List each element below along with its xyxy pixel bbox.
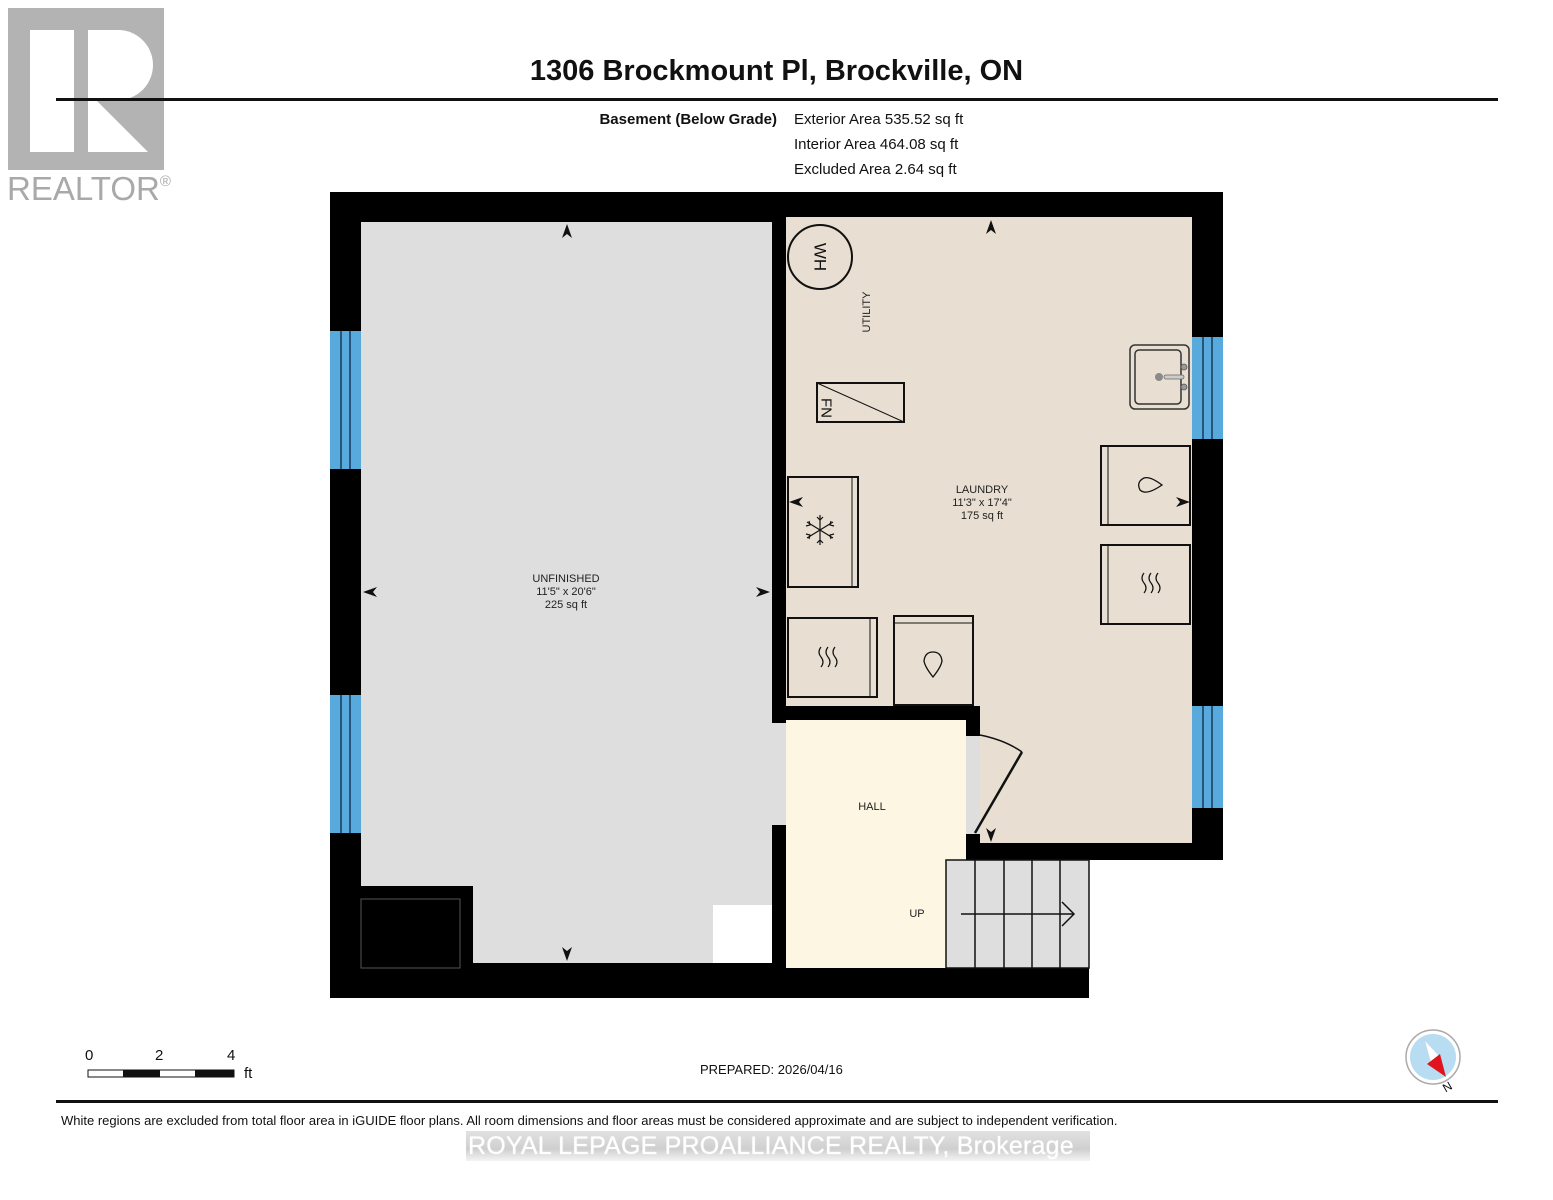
snowflake-icon [805,515,835,545]
header-divider [56,98,1498,101]
brokerage-watermark: ROYAL LEPAGE PROALLIANCE REALTY, Brokera… [466,1131,1090,1161]
dryer-bottom-fixture [787,617,878,698]
arrow-down-icon [986,828,996,842]
disclaimer-text: White regions are excluded from total fl… [61,1113,1118,1128]
arrow-up-icon [986,220,996,234]
furnace-fixture: FN [816,382,905,423]
arrow-left-icon [789,497,803,507]
scale-tick-0: 0 [85,1047,94,1064]
svg-text:WH: WH [811,243,830,271]
opening-hall-laundry [966,736,980,834]
heat-waves-icon [1141,572,1161,594]
window-left-lower [330,695,361,833]
scale-tick-4: 4 [227,1047,236,1064]
svg-text:FN: FN [818,398,835,418]
scale-unit: ft [244,1065,253,1082]
wall-laundry-hall [786,706,980,720]
stairs-up-arrow-icon [1061,901,1076,927]
dimension-arrows [363,220,1190,961]
window-right-lower [1192,706,1223,808]
stairs [945,859,1090,969]
arrow-left-icon [363,587,377,597]
excluded-box [360,898,461,969]
stairs-up-label: UP [909,908,925,920]
property-address-title: 1306 Brockmount Pl, Brockville, ON [529,55,1024,87]
heat-waves-icon [818,646,838,668]
water-drop-icon [1138,477,1164,493]
interior-area: Interior Area 464.08 sq ft [794,136,959,153]
room-label-hall: HALL [858,801,886,813]
sink-drain-icon [1155,373,1163,381]
sink-fixture [1129,344,1190,410]
washer-right-fixture [1100,445,1191,526]
opening-unfinished-hall [772,723,786,825]
freezer-fixture [787,476,859,588]
water-heater-fixture: WH [787,224,853,290]
arrow-down-icon [562,947,572,961]
room-laundry [786,217,1192,843]
footer-divider [56,1100,1498,1103]
realtor-r-icon [30,30,153,152]
room-label-utility: UTILITY [861,291,873,333]
compass-needle-north-icon [1427,1054,1446,1077]
room-label-unfinished: UNFINISHED 11'5" x 20'6" 225 sq ft [532,573,600,611]
realtor-wordmark: REALTOR® [7,170,171,207]
room-unfinished [360,222,772,969]
exterior-area: Exterior Area 535.52 sq ft [794,111,964,128]
prepared-date: PREPARED: 2026/04/16 [700,1062,843,1077]
excluded-region [713,905,772,963]
water-drop-icon [923,651,943,679]
arrow-up-icon [562,224,572,238]
scale-bar [87,1069,235,1078]
window-right-upper [1192,337,1223,439]
excluded-area: Excluded Area 2.64 sq ft [794,161,957,178]
washer-bottom-fixture [893,615,974,706]
scale-tick-2: 2 [155,1047,164,1064]
arrow-right-icon [756,587,770,597]
window-left-upper [330,331,361,469]
door-swing [973,734,1024,834]
dryer-right-fixture [1100,544,1191,625]
arrow-right-icon [1176,497,1190,507]
level-label: Basement (Below Grade) [599,111,777,128]
realtor-logo-mark [8,8,164,170]
room-label-laundry: LAUNDRY 11'3" x 17'4" 175 sq ft [952,484,1012,522]
room-hall [786,720,966,968]
compass [1405,1029,1461,1085]
